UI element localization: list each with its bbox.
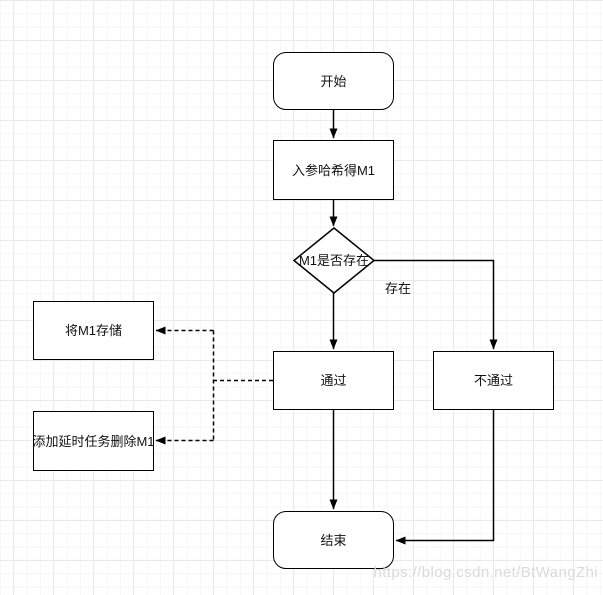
node-fail-label: 不通过 — [473, 373, 513, 388]
node-store-m1-label: 将M1存储 — [64, 323, 123, 338]
edge-label-exists: 存在 — [385, 281, 412, 296]
node-hash-input: 入参哈希得M1 — [273, 140, 394, 200]
node-decision-label: M1是否存在 — [298, 252, 370, 268]
node-store-m1: 将M1存储 — [33, 301, 154, 360]
edge-decision-to-fail — [374, 259, 498, 350]
node-pass: 通过 — [273, 351, 394, 410]
node-decision: M1是否存在 — [294, 228, 374, 292]
node-delay-delete-m1: 添加延时任务删除M1 — [32, 411, 155, 471]
node-start-label: 开始 — [320, 73, 347, 89]
node-pass-label: 通过 — [320, 373, 347, 388]
node-delay-delete-m1-label: 添加延时任务删除M1 — [32, 433, 155, 449]
csdn-watermark: https://blog.csdn.net/BtWangZhi — [373, 564, 598, 581]
node-fail: 不通过 — [433, 351, 554, 410]
edge-fail-to-end — [395, 410, 495, 545]
node-end: 结束 — [273, 511, 394, 569]
node-hash-input-label: 入参哈希得M1 — [291, 162, 376, 178]
node-start: 开始 — [273, 52, 394, 110]
decision-diamond-shape — [292, 227, 376, 294]
node-end-label: 结束 — [320, 532, 347, 548]
